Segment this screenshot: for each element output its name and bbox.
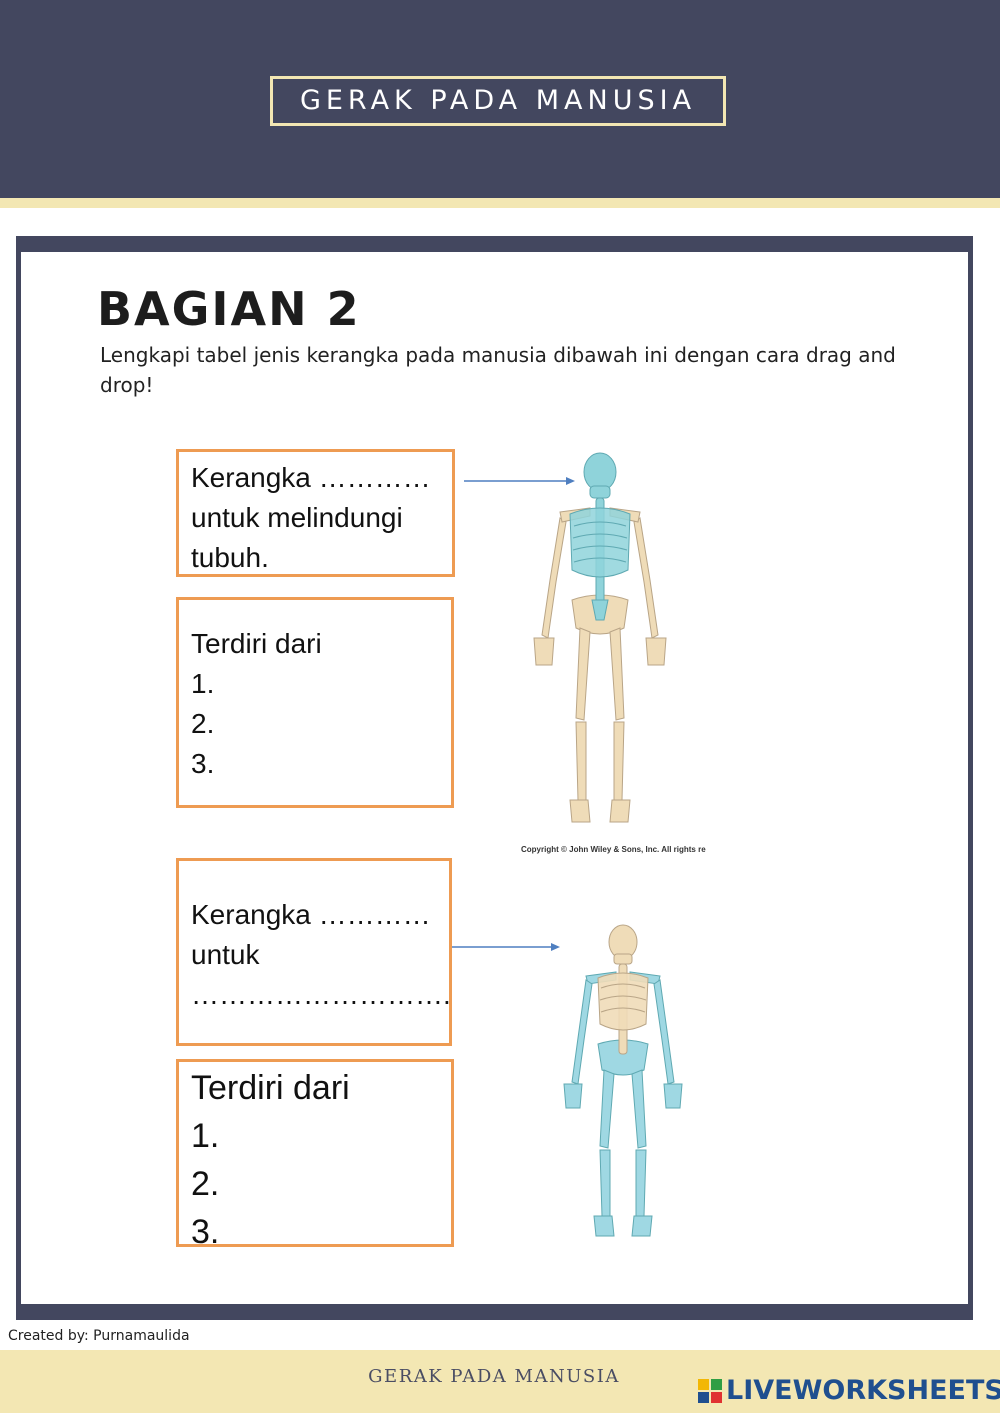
answer-box-axial-function[interactable]: Kerangka ………… untuk melindungi tubuh. — [176, 449, 455, 577]
created-by: Created by: Purnamaulida — [8, 1328, 190, 1344]
footer-title: GERAK PADA MANUSIA — [368, 1366, 620, 1387]
box-text: Terdiri dari 1. 2. 3. — [191, 1069, 350, 1251]
header-stripe — [0, 198, 1000, 208]
liveworksheets-brand: LIVEWORKSHEETS — [726, 1375, 1000, 1406]
box-text: Terdiri dari 1. 2. 3. — [191, 628, 322, 779]
worksheet-body — [21, 252, 968, 1304]
skeleton-appendicular-image — [563, 924, 683, 1237]
arrow-icon — [464, 477, 575, 485]
answer-box-appendicular-parts[interactable]: Terdiri dari 1. 2. 3. — [176, 1059, 454, 1251]
answer-box-appendicular-function[interactable]: Kerangka ………… untuk ………………………. — [176, 858, 452, 1046]
box-text: Kerangka ………… untuk melindungi tubuh. — [191, 462, 431, 573]
section-heading: BAGIAN 2 — [97, 282, 361, 336]
answer-box-axial-parts[interactable]: Terdiri dari 1. 2. 3. — [176, 597, 454, 808]
liveworksheets-logo[interactable]: LIVEWORKSHEETS — [698, 1375, 1000, 1406]
skeleton-axial-image — [533, 452, 667, 823]
copyright-note: Copyright © John Wiley & Sons, Inc. All … — [521, 845, 706, 854]
box-text: Kerangka ………… untuk ………………………. — [191, 899, 451, 1010]
arrow-icon — [452, 943, 560, 951]
instruction-text: Lengkapi tabel jenis kerangka pada manus… — [100, 343, 896, 397]
header-bar — [0, 0, 1000, 198]
footer-bar — [0, 1350, 1000, 1413]
liveworksheets-grid-icon — [698, 1378, 722, 1403]
page-title: GERAK PADA MANUSIA — [270, 76, 726, 126]
